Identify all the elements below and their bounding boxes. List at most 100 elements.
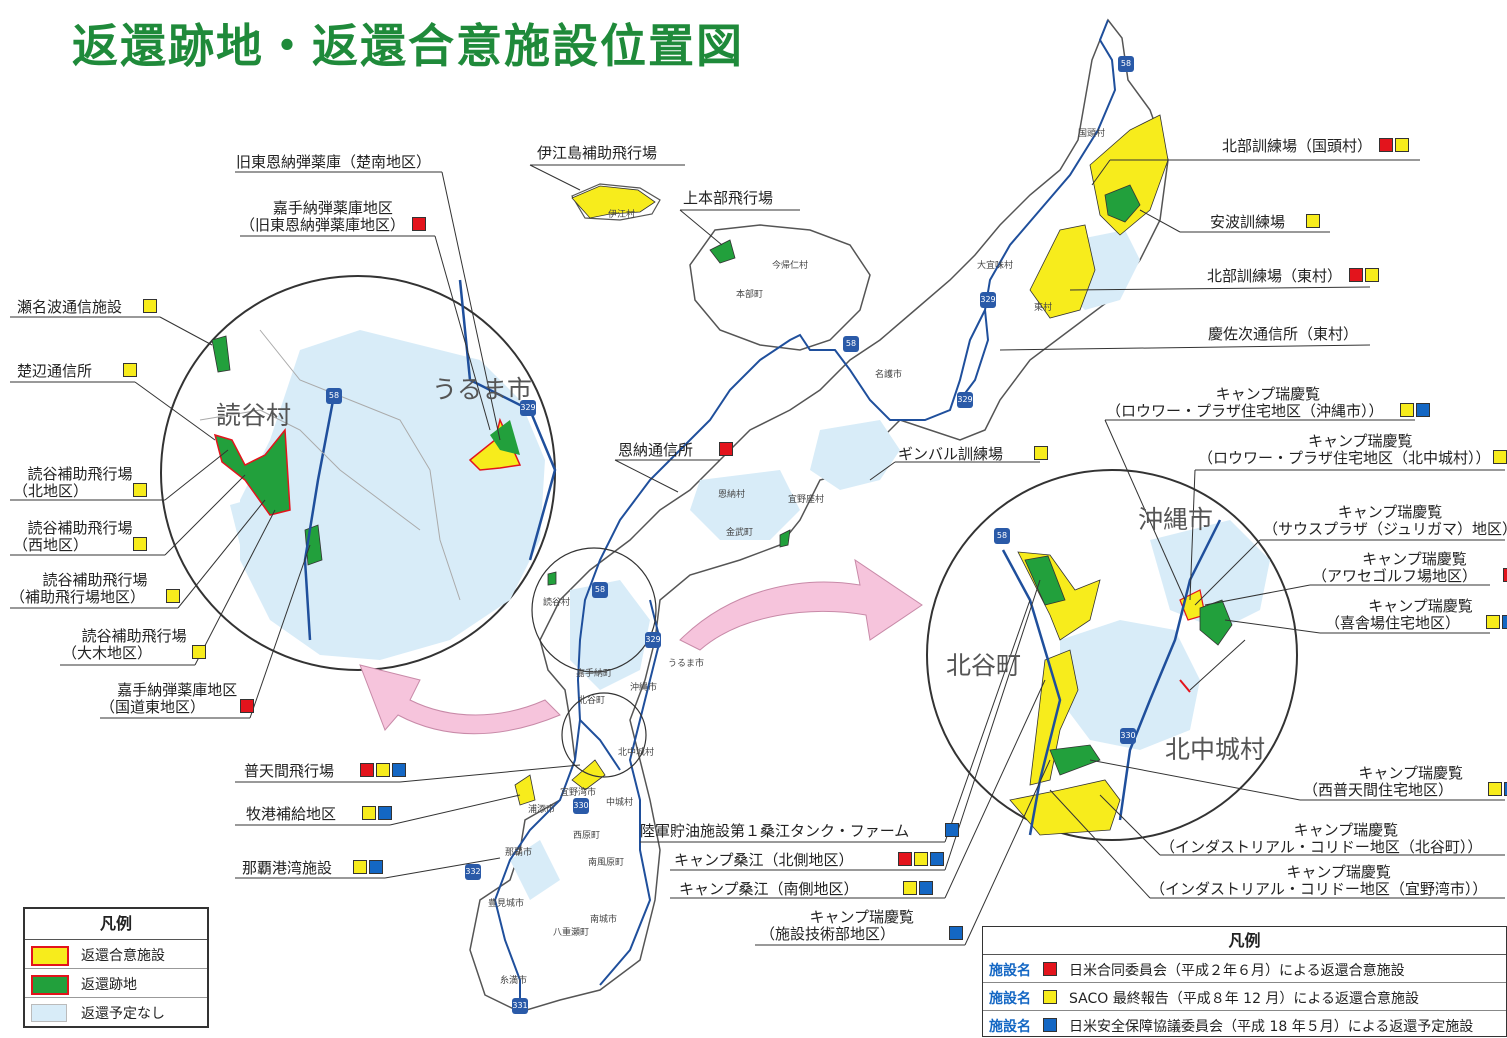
town-label: 沖縄市 xyxy=(630,683,658,693)
mark-red xyxy=(1043,962,1057,976)
route-shield: 58 xyxy=(994,528,1010,544)
mark-red xyxy=(240,699,255,713)
motobu-peninsula xyxy=(689,224,871,351)
route-shield: 330 xyxy=(1120,728,1136,744)
mark-yellow xyxy=(1364,268,1379,282)
label-futenma: 普天間飛行場 xyxy=(244,763,406,780)
mark-yellow xyxy=(192,645,207,659)
mark-yellow xyxy=(1394,138,1409,152)
label-kuwae-north: キャンプ桑江（北側地区） xyxy=(674,852,945,869)
town-label: 今帰仁村 xyxy=(772,261,809,271)
label-aha: 安波訓練場 xyxy=(1210,214,1321,231)
town-label: 金武町 xyxy=(726,528,754,538)
label-awase-golf: キャンプ瑞慶覧（アワセゴルフ場地区） xyxy=(1312,551,1507,585)
legend-swatch-yellow xyxy=(31,946,69,966)
legend-facility-name: 施設名 xyxy=(989,1019,1031,1035)
label-gesashi: 慶佐次通信所（東村） xyxy=(1208,325,1359,343)
town-label: 豊見城市 xyxy=(488,899,525,909)
route-shield: 329 xyxy=(957,392,973,408)
route-shield: 332 xyxy=(465,864,481,880)
main-roads xyxy=(493,19,1117,1010)
legend-row: 返還合意施設 xyxy=(25,940,207,969)
zoom-left-city2: うるま市 xyxy=(432,375,533,404)
mark-red xyxy=(1378,138,1393,152)
returned-site-areas xyxy=(547,184,1141,586)
legend-row: 施設名 SACO 最終報告（平成８年 12 月）による返還合意施設 xyxy=(983,983,1506,1011)
mark-red xyxy=(898,852,913,866)
town-label: 北中城村 xyxy=(618,748,655,758)
mark-blue xyxy=(369,860,384,874)
label-kishaba: キャンプ瑞慶覧（喜舎場住宅地区） xyxy=(1325,598,1507,632)
town-label: 国頭村 xyxy=(1078,129,1106,139)
legend-facility-name: 施設名 xyxy=(989,963,1031,979)
town-label: 大宜味村 xyxy=(977,261,1014,271)
town-label: 読谷村 xyxy=(543,598,571,608)
legend-title: 凡例 xyxy=(983,927,1506,955)
label-makiminato: 牧港補給地区 xyxy=(246,806,392,823)
label-ginbaru: ギンバル訓練場 xyxy=(898,446,1048,463)
route-shield: 330 xyxy=(573,798,589,814)
town-label: 嘉手納町 xyxy=(576,669,613,679)
mark-red xyxy=(1348,268,1363,282)
legend-row: 返還予定なし xyxy=(25,998,207,1026)
zoom-left-content xyxy=(199,279,557,660)
mark-red xyxy=(1502,568,1507,582)
town-label: 恩納村 xyxy=(718,490,746,500)
mark-blue xyxy=(1043,1018,1057,1032)
zoom-left-city1: 読谷村 xyxy=(216,401,292,430)
route-shield: 58 xyxy=(592,582,608,598)
town-label: 名護市 xyxy=(875,370,903,380)
mark-red xyxy=(411,217,426,231)
label-yomitan-airfield: 読谷補助飛行場（補助飛行場地区） xyxy=(10,572,181,606)
town-label: 南城市 xyxy=(590,915,618,925)
legend-area-types: 凡例 返還合意施設 返還跡地 返還予定なし xyxy=(23,907,209,1028)
arrow-left xyxy=(359,664,561,735)
mark-blue xyxy=(1501,615,1507,629)
legend-row: 施設名 日米安全保障協議委員会（平成 18 年５月）による返還予定施設 xyxy=(983,1011,1506,1038)
label-senaha: 瀬名波通信施設 xyxy=(17,299,158,316)
zoom-right-city3: 北中城村 xyxy=(1165,735,1266,764)
label-yomitan-north: 読谷補助飛行場（北地区） xyxy=(13,466,147,500)
town-label: 伊江村 xyxy=(608,210,636,220)
legend-label: 返還合意施設 xyxy=(81,948,165,964)
town-label: 那覇市 xyxy=(505,848,533,858)
mark-yellow xyxy=(914,852,929,866)
label-south-plaza: キャンプ瑞慶覧（サウスプラザ（ジュリガマ）地区） xyxy=(1263,503,1507,538)
town-label: 中城村 xyxy=(606,798,634,808)
route-shield: 58 xyxy=(1118,56,1134,72)
zoom-right-city1: 沖縄市 xyxy=(1138,505,1214,534)
route-shield: 329 xyxy=(645,632,661,648)
route-shield: 329 xyxy=(520,400,536,416)
mark-yellow xyxy=(1488,782,1503,796)
locator-circle-right xyxy=(561,692,647,778)
mark-red xyxy=(718,442,733,456)
route-shield: 331 xyxy=(512,998,528,1014)
legend-swatch-lightblue xyxy=(31,1004,67,1022)
mark-blue xyxy=(930,852,945,866)
route-shield: 329 xyxy=(980,292,996,308)
legend-agreements: 凡例 施設名 日米合同委員会（平成２年６月）による返還合意施設 施設名 SACO… xyxy=(982,926,1507,1037)
town-label: 宜野座村 xyxy=(788,495,825,505)
town-label: 本部町 xyxy=(736,290,764,300)
mark-blue xyxy=(944,823,959,837)
label-old-higashionna: 旧東恩納弾薬庫（楚南地区） xyxy=(236,153,432,171)
mark-yellow xyxy=(166,589,181,603)
legend-label: SACO 最終報告（平成８年 12 月）による返還合意施設 xyxy=(1069,991,1420,1007)
mark-yellow xyxy=(132,483,147,497)
label-industrial-chatan: キャンプ瑞慶覧（インダストリアル・コリドー地区（北谷町）） xyxy=(1160,821,1483,856)
label-naha-port: 那覇港湾施設 xyxy=(242,860,384,877)
legend-row: 返還跡地 xyxy=(25,969,207,998)
town-label: うるま市 xyxy=(668,659,705,669)
town-label: 糸満市 xyxy=(500,976,528,986)
mark-yellow xyxy=(375,763,390,777)
mark-yellow xyxy=(361,806,376,820)
mark-yellow xyxy=(132,537,147,551)
label-yomitan-west: 読谷補助飛行場（西地区） xyxy=(13,520,147,554)
mark-blue xyxy=(1504,782,1507,796)
town-label: 浦添市 xyxy=(528,805,556,815)
leader-lines xyxy=(10,159,1505,946)
label-facilities-engineering: キャンプ瑞慶覧（施設技術部地区） xyxy=(760,909,964,943)
label-nishifutenma: キャンプ瑞慶覧（西普天間住宅地区） xyxy=(1303,765,1507,799)
mark-yellow xyxy=(353,860,368,874)
